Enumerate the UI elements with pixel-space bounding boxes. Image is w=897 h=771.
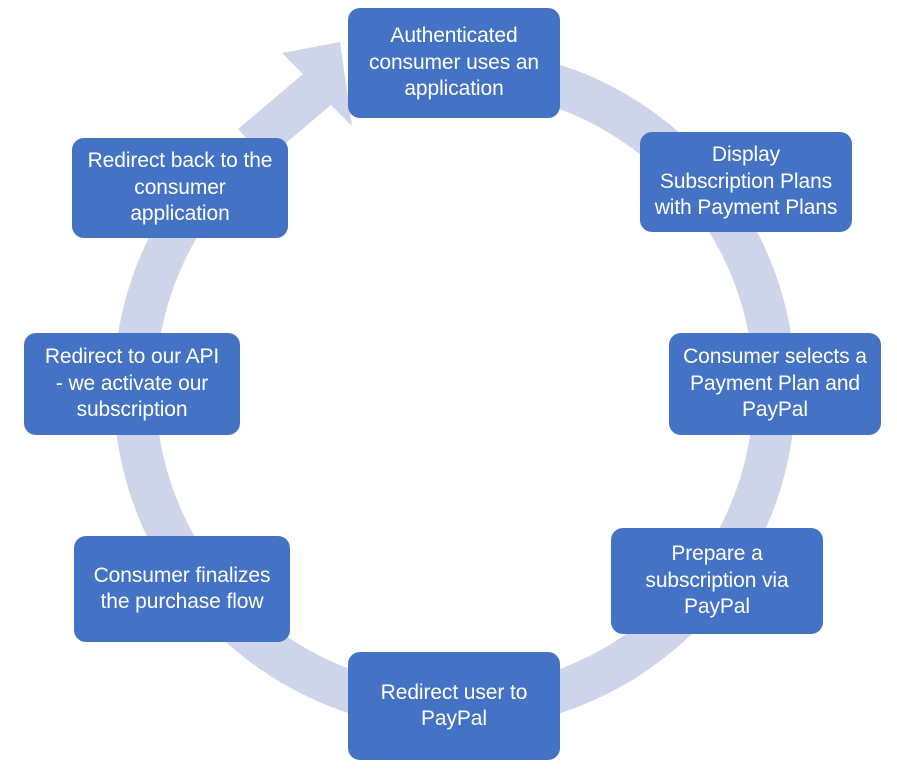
cycle-step-6-label: Consumer finalizes the purchase flow <box>93 563 271 613</box>
cycle-step-7-label: Redirect to our API - we activate our su… <box>44 345 220 422</box>
cycle-step-2-display-subscription-plans-with-payment-plans[interactable]: Display Subscription Plans with Payment … <box>640 132 852 232</box>
cycle-step-5-redirect-user-to-paypal[interactable]: Redirect user to PayPal <box>348 652 560 760</box>
cycle-step-5-label: Redirect user to PayPal <box>380 680 528 730</box>
cycle-step-1-authenticated-consumer-uses-an-application[interactable]: Authenticated consumer uses an applicati… <box>348 8 560 118</box>
cycle-step-1-label: Authenticated consumer uses an applicati… <box>369 24 539 101</box>
cycle-step-4-label: Prepare a subscription via PayPal <box>645 542 789 619</box>
cycle-step-8-redirect-back-to-the-consumer-application[interactable]: Redirect back to the consumer applicatio… <box>72 138 288 238</box>
cycle-step-7-redirect-to-our-api-we-activate-our-subscription[interactable]: Redirect to our API - we activate our su… <box>24 333 240 435</box>
cycle-step-4-prepare-a-subscription-via-paypal[interactable]: Prepare a subscription via PayPal <box>611 528 823 634</box>
cycle-step-8-label: Redirect back to the consumer applicatio… <box>87 149 273 226</box>
cycle-step-6-consumer-finalizes-the-purchase-flow[interactable]: Consumer finalizes the purchase flow <box>74 536 290 642</box>
cycle-step-2-label: Display Subscription Plans with Payment … <box>654 143 838 220</box>
ring-arrowhead <box>238 42 352 160</box>
cycle-step-3-consumer-selects-a-payment-plan-and-paypal[interactable]: Consumer selects a Payment Plan and PayP… <box>669 333 881 435</box>
cycle-step-3-label: Consumer selects a Payment Plan and PayP… <box>683 345 867 422</box>
